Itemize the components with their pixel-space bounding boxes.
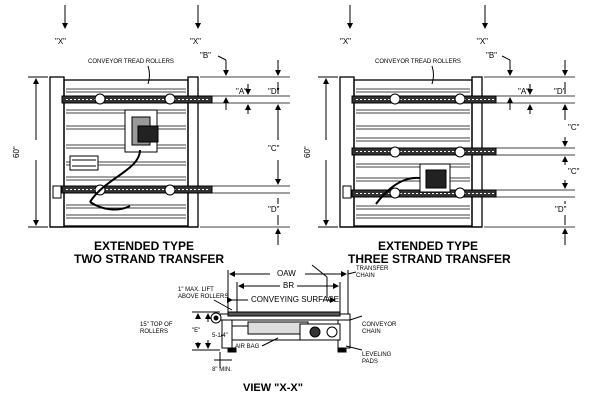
dim-e-label: "E" bbox=[192, 328, 201, 334]
x-marker-right-b: "X" bbox=[477, 37, 489, 46]
two-strand-plan-view bbox=[28, 5, 290, 245]
transfer-chain-label: TRANSFER CHAIN bbox=[356, 266, 389, 279]
dim-c-left: "C" bbox=[268, 144, 280, 153]
dim-c-lower-right: "C" bbox=[568, 167, 580, 176]
conveyor-chain-label: CONVEYOR CHAIN bbox=[362, 322, 397, 335]
max-lift-label: 1" MAX. LIFT ABOVE ROLLERS bbox=[178, 287, 229, 300]
x-marker-left-b: "X" bbox=[190, 37, 202, 46]
title-three-strand: EXTENDED TYPE THREE STRAND TRANSFER bbox=[348, 239, 511, 266]
x-marker-left-a: "X" bbox=[55, 37, 67, 46]
three-strand-plan-view bbox=[318, 5, 575, 245]
title-three-strand-line2: THREE STRAND TRANSFER bbox=[348, 252, 511, 266]
dim-oaw: OAW bbox=[277, 269, 296, 278]
dim-c-upper-right: "C" bbox=[568, 123, 580, 132]
leveling-pads-label: LEVELING PADS bbox=[362, 352, 392, 365]
section-view-x-x bbox=[192, 264, 363, 368]
rollers-label-right: CONVEYOR TREAD ROLLERS bbox=[375, 59, 461, 65]
dim-a-left: "A" bbox=[236, 87, 248, 96]
min-height-label: 8" MIN. bbox=[212, 367, 232, 373]
top-of-rollers-label: 15" TOP OF ROLLERS bbox=[140, 322, 173, 335]
height-60-right: 60" bbox=[303, 146, 312, 158]
dim-d-top-left: "D" bbox=[268, 87, 280, 96]
title-two-strand-line1: EXTENDED TYPE bbox=[93, 239, 195, 253]
dim-br: BR bbox=[283, 281, 295, 290]
title-two-strand: EXTENDED TYPE TWO STRAND TRANSFER bbox=[74, 239, 224, 266]
dim-d-bottom-left: "D" bbox=[268, 205, 280, 214]
title-three-strand-line1: EXTENDED TYPE bbox=[377, 239, 479, 253]
dim-a-right: "A" bbox=[518, 87, 530, 96]
x-marker-right-a: "X" bbox=[340, 37, 352, 46]
dim-b-right: "B" bbox=[486, 51, 498, 60]
dim-d-bottom-right: "D" bbox=[555, 205, 567, 214]
dim-d-top-right: "D" bbox=[554, 87, 566, 96]
dim-b-left: "B" bbox=[200, 51, 212, 60]
dim-5-1-4-label: 5-1/4" bbox=[212, 333, 228, 339]
height-60-left: 60" bbox=[12, 146, 21, 158]
conveying-surface-label: CONVEYING SURFACE bbox=[251, 295, 340, 304]
rollers-label-left: CONVEYOR TREAD ROLLERS bbox=[88, 59, 174, 65]
air-bag-label: AIR BAG bbox=[235, 344, 260, 350]
view-x-x-title: VIEW "X-X" bbox=[243, 382, 303, 394]
title-two-strand-line2: TWO STRAND TRANSFER bbox=[74, 252, 224, 266]
